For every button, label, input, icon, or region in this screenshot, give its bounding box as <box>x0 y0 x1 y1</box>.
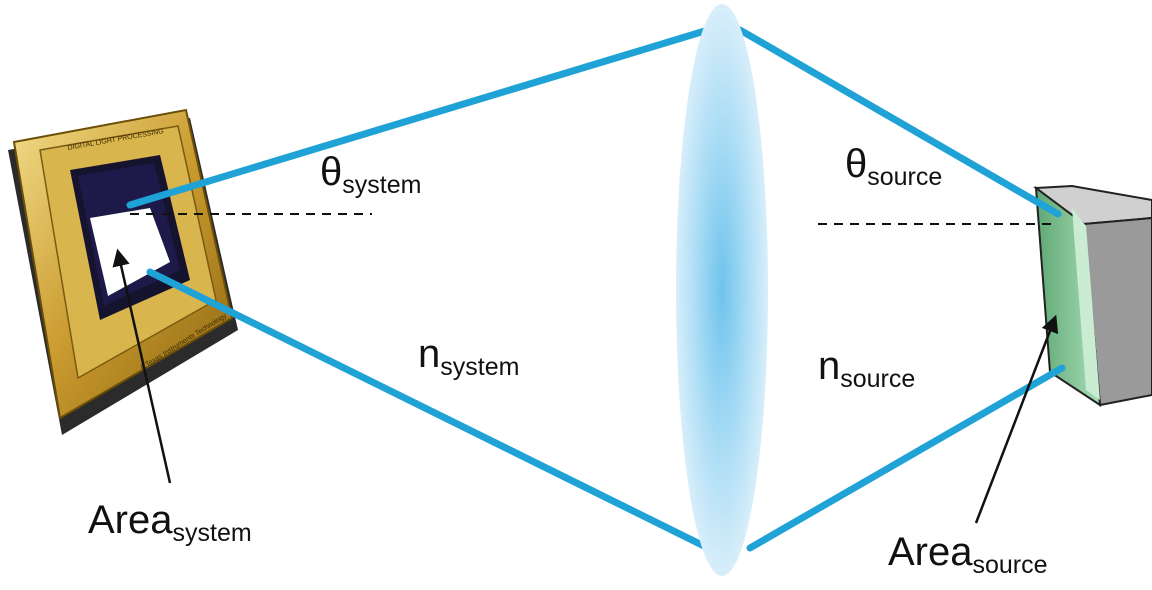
theta-source-symbol: θ <box>845 142 868 186</box>
n-system-label: nsystem <box>418 332 519 380</box>
area-source-symbol: Area <box>888 530 973 574</box>
lens <box>676 4 768 576</box>
n-system-subscript: system <box>440 353 520 381</box>
optical-axis-references <box>130 213 1058 225</box>
n-source-symbol: n <box>818 344 841 388</box>
area-source-arrow <box>974 314 1059 524</box>
ray-system-lower <box>146 268 712 552</box>
ray-system-upper <box>126 26 712 209</box>
light-rays <box>126 26 1066 552</box>
theta-source-subscript: source <box>867 163 943 191</box>
theta-source-label: θsource <box>845 142 942 190</box>
pointer-arrows <box>112 248 1059 524</box>
n-source-label: nsource <box>818 344 915 392</box>
theta-system-symbol: θ <box>320 150 343 194</box>
n-system-symbol: n <box>418 332 441 376</box>
ray-source-lower <box>746 364 1066 552</box>
area-system-label: Areasystem <box>88 498 252 546</box>
area-source-subscript: source <box>972 551 1048 579</box>
area-system-subscript: system <box>172 519 252 547</box>
theta-system-subscript: system <box>342 171 422 199</box>
theta-system-label: θsystem <box>320 150 421 198</box>
chip-active-area <box>90 208 170 296</box>
area-source-label: Areasource <box>888 530 1048 578</box>
light-source <box>1033 184 1152 407</box>
area-system-symbol: Area <box>88 498 173 542</box>
source-face-highlight <box>1072 208 1100 400</box>
n-source-subscript: source <box>840 365 916 393</box>
area-system-arrow <box>112 248 172 484</box>
ray-source-upper <box>736 26 1062 218</box>
